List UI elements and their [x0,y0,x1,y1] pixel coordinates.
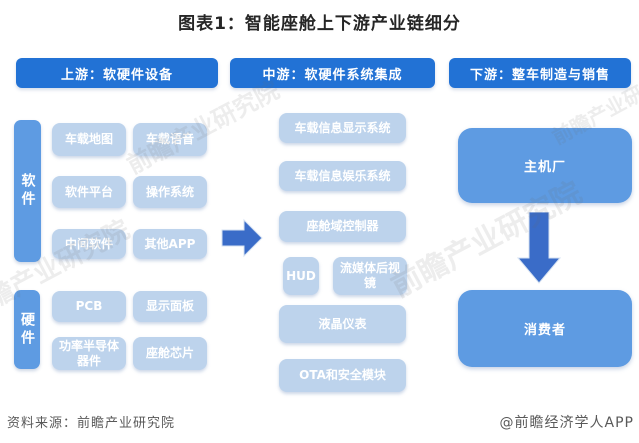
box-vehicle-map: 车载地图 [52,123,126,156]
box-hud: HUD [283,257,319,295]
box-info-display-system: 车载信息显示系统 [279,113,406,143]
chart-title: 图表1：智能座舱上下游产业链细分 [178,14,461,34]
flow-arrow-down-icon [516,212,562,284]
box-middleware: 中间软件 [52,229,126,259]
source-note: 资料来源：前瞻产业研究院 [7,416,176,431]
header-midstream: 中游：软硬件系统集成 [230,58,435,88]
box-cockpit-domain-controller: 座舱域控制器 [279,211,406,242]
header-downstream: 下游：整车制造与销售 [449,58,631,88]
credit-note: @前瞻经济学人APP [499,415,634,431]
box-consumer: 消费者 [458,290,632,367]
box-ota-security-module: OTA和安全模块 [279,359,406,392]
software-category-label: 软件 [14,120,41,262]
box-pcb: PCB [52,291,126,322]
box-operating-system: 操作系统 [133,176,207,208]
hardware-category-label: 硬件 [14,290,40,369]
box-infotainment-system: 车载信息娱乐系统 [279,161,406,191]
box-streaming-rearview-mirror: 流媒体后视镜 [333,257,407,295]
box-lcd-instrument: 液晶仪表 [279,305,406,343]
box-software-platform: 软件平台 [52,176,126,208]
flow-arrow-right-icon [221,218,263,258]
box-oem: 主机厂 [458,128,632,203]
box-display-panel: 显示面板 [133,291,207,322]
box-power-semiconductor: 功率半导体器件 [52,337,126,370]
header-upstream: 上游：软硬件设备 [16,58,218,88]
box-vehicle-voice: 车载语音 [133,123,207,156]
box-other-app: 其他APP [133,229,207,259]
box-cockpit-chip: 座舱芯片 [133,337,207,370]
